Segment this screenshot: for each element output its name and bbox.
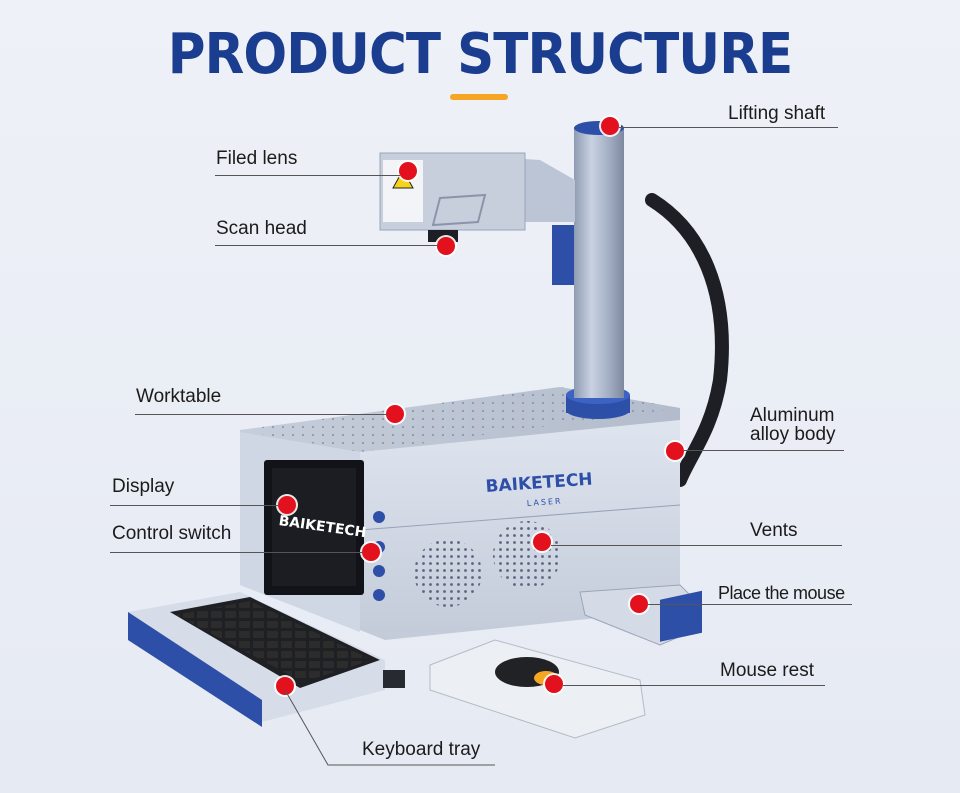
leader-lifting-shaft: [619, 127, 838, 128]
leader-scan-head: [215, 245, 438, 246]
label-mouse-rest: Mouse rest: [720, 660, 814, 681]
leader-filed-lens: [215, 175, 400, 176]
label-keyboard-tray: Keyboard tray: [362, 739, 481, 760]
label-aluminum-body-line1: Aluminum: [750, 405, 835, 426]
label-control-switch: Control switch: [112, 523, 232, 544]
marker-mouse-rest: [545, 675, 563, 693]
title-accent-bar: [450, 94, 508, 100]
machine-brand-sub: LASER: [527, 497, 563, 508]
marker-aluminum-body: [666, 442, 684, 460]
page-title: PRODUCT STRUCTURE: [167, 22, 793, 87]
marker-display: [278, 496, 296, 514]
label-filed-lens: Filed lens: [216, 148, 298, 169]
label-lifting-shaft: Lifting shaft: [728, 103, 826, 124]
marker-vents: [533, 533, 551, 551]
marker-keyboard-tray: [276, 677, 294, 695]
label-scan-head: Scan head: [216, 218, 307, 239]
leader-place-mouse: [648, 604, 852, 605]
label-aluminum-body-line2: alloy body: [750, 424, 836, 445]
leader-mouse-rest: [563, 685, 825, 686]
marker-filed-lens: [399, 162, 417, 180]
marker-control-switch: [362, 543, 380, 561]
label-worktable: Worktable: [136, 386, 222, 407]
leader-worktable: [135, 414, 387, 415]
label-display: Display: [112, 476, 175, 497]
marker-lifting-shaft: [601, 117, 619, 135]
label-vents: Vents: [750, 520, 798, 541]
leader-vents: [551, 545, 842, 546]
marker-scan-head: [437, 237, 455, 255]
leader-display: [110, 505, 279, 506]
marker-place-mouse: [630, 595, 648, 613]
label-place-mouse: Place the mouse: [718, 583, 845, 603]
marker-worktable: [386, 405, 404, 423]
leader-control-switch: [110, 552, 363, 553]
leader-aluminum-body: [684, 450, 844, 451]
